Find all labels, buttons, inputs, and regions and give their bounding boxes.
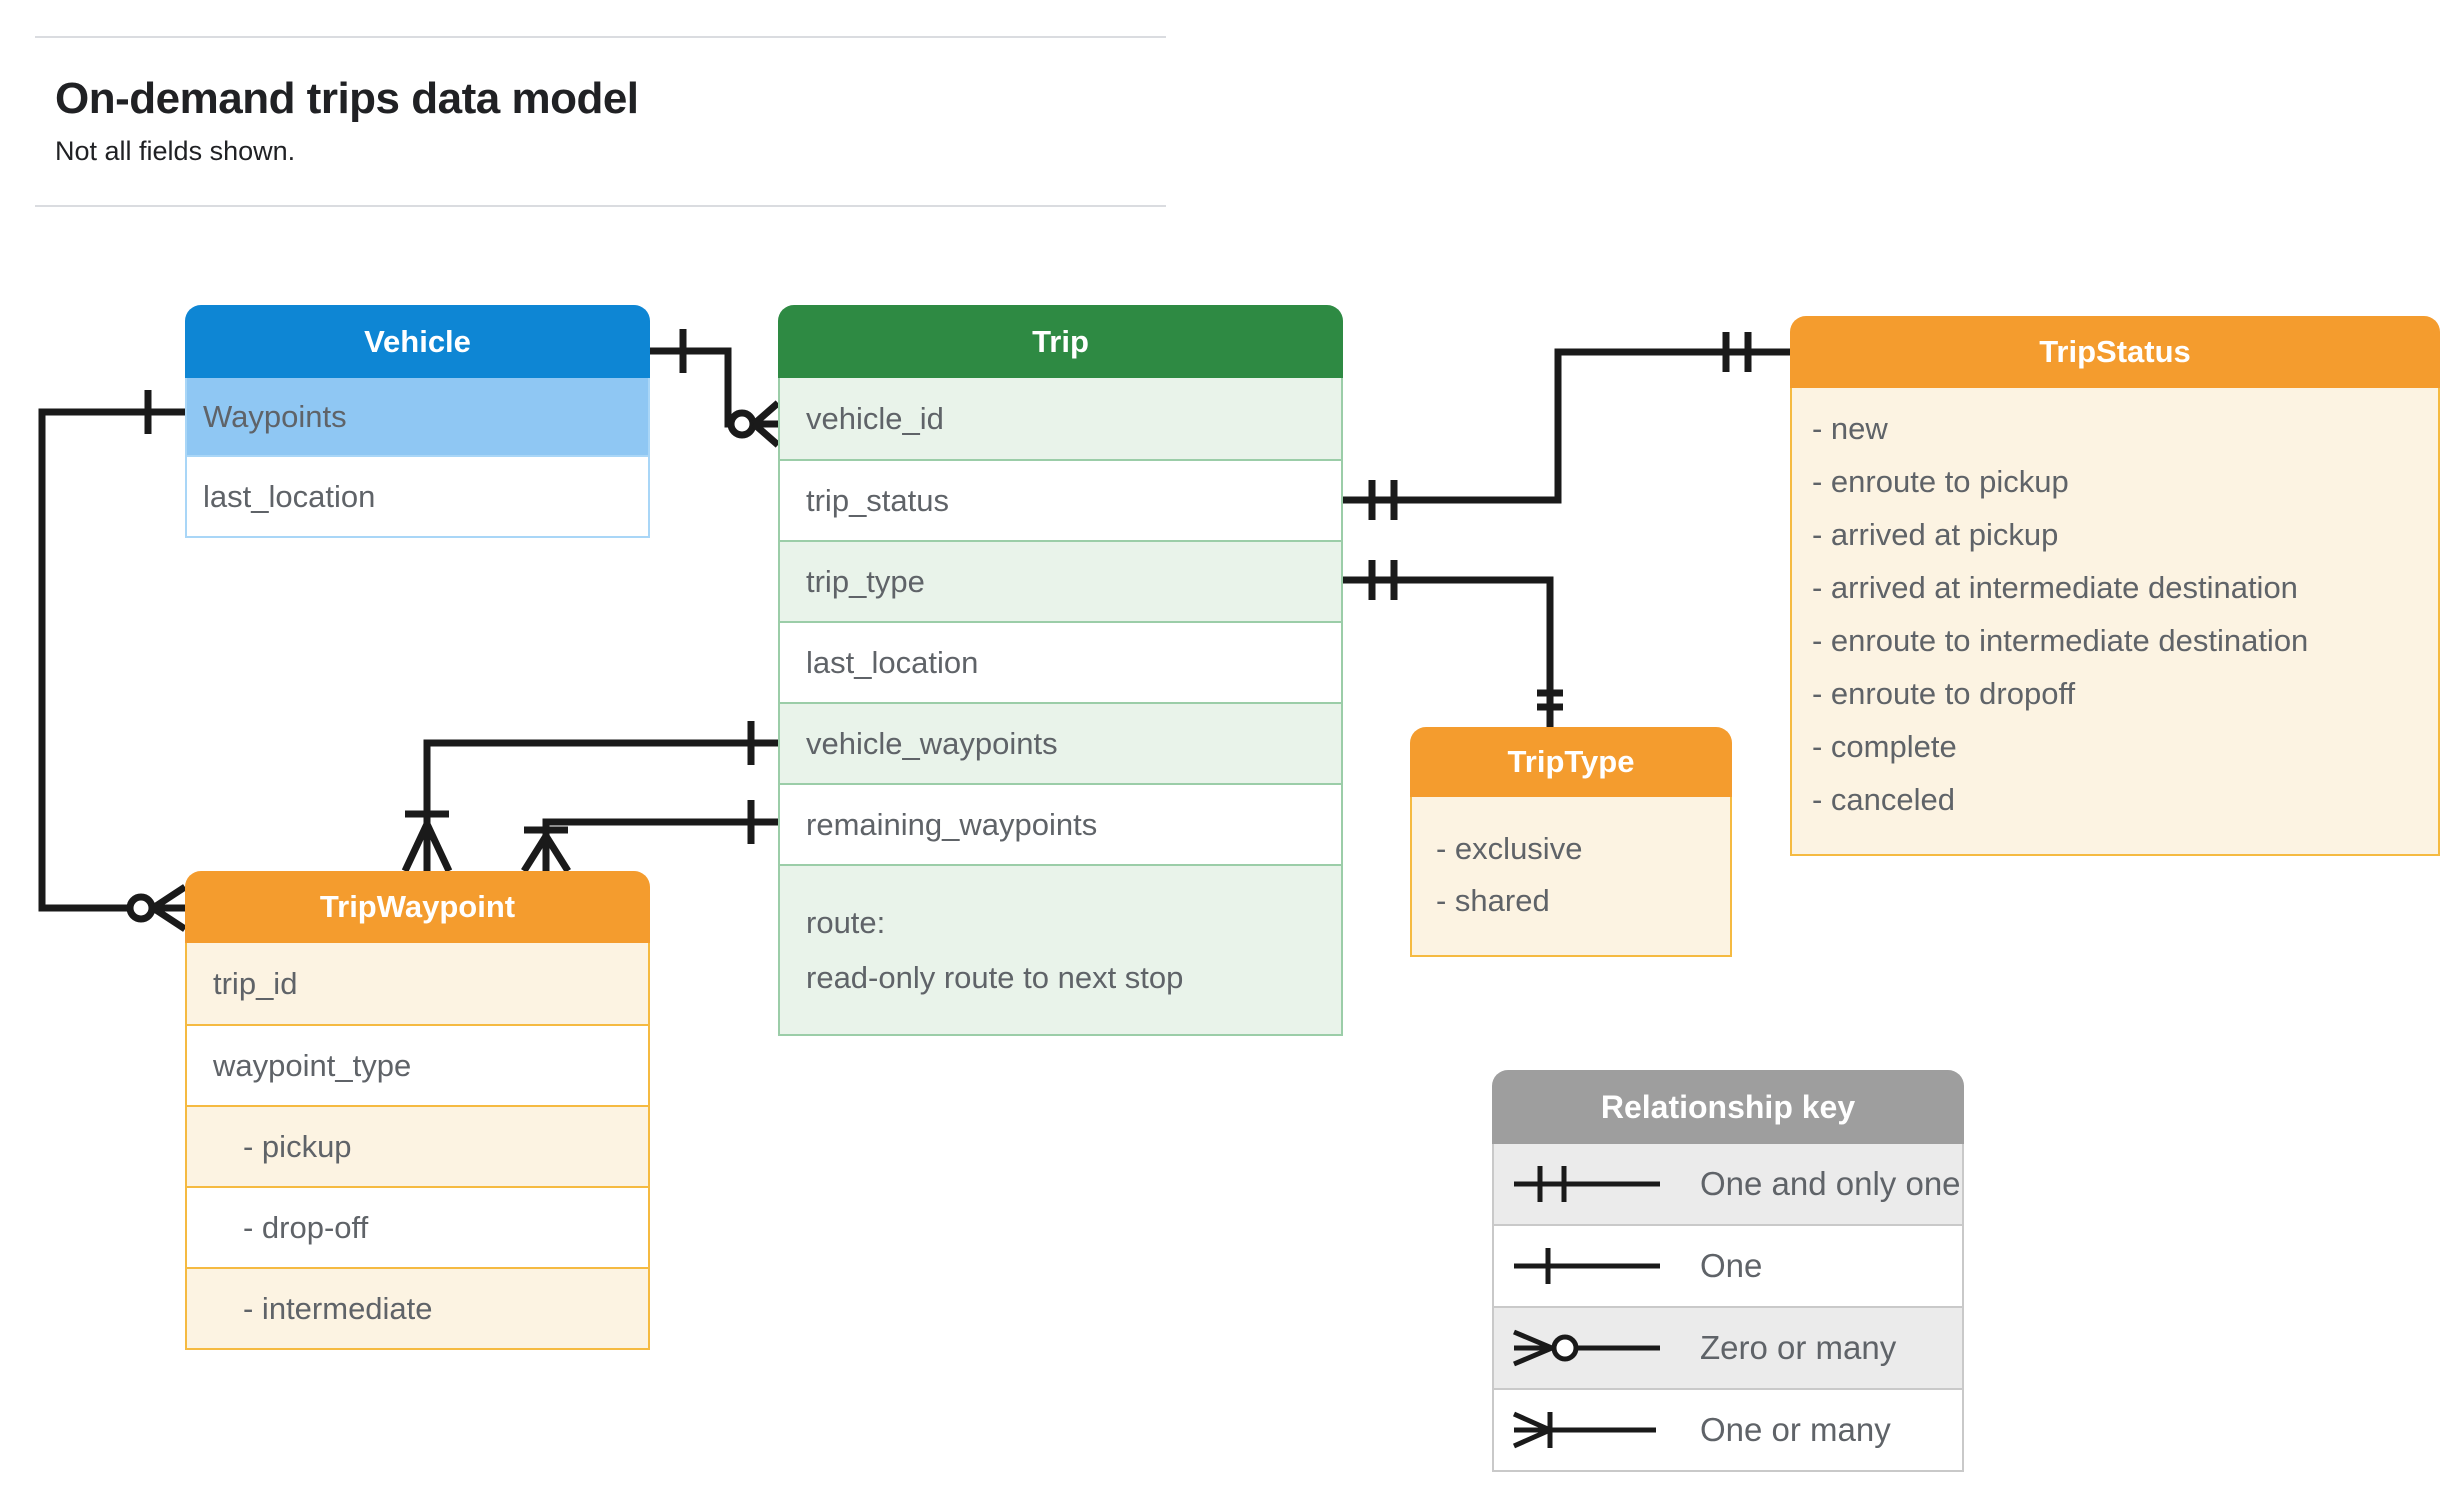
enum-value-dropoff: - drop-off bbox=[187, 1186, 648, 1267]
double-tick bbox=[1722, 332, 1752, 372]
key-row-one-and-only-one: One and only one bbox=[1494, 1144, 1962, 1224]
entity-trip: Trip vehicle_id trip_status trip_type la… bbox=[778, 305, 1343, 1036]
entity-tripstatus-body: - new - enroute to pickup - arrived at p… bbox=[1790, 388, 2440, 856]
enum-value: - arrived at intermediate destination bbox=[1812, 570, 2298, 605]
field-waypoint-type: waypoint_type bbox=[187, 1024, 648, 1105]
top-divider bbox=[35, 36, 1166, 38]
zero-or-many-icon bbox=[1513, 1329, 1660, 1367]
enum-value: - exclusive bbox=[1436, 831, 1583, 866]
connector-vehicle-waypoints-field bbox=[401, 721, 778, 873]
enum-value: - canceled bbox=[1812, 782, 1956, 817]
page-subtitle: Not all fields shown. bbox=[55, 136, 296, 166]
entity-trip-body: vehicle_id trip_status trip_type last_lo… bbox=[778, 378, 1343, 1036]
crow-foot-icon bbox=[751, 400, 781, 448]
double-tick bbox=[1537, 689, 1563, 711]
double-tick bbox=[1368, 480, 1398, 520]
entity-trip-title: Trip bbox=[778, 305, 1343, 378]
entity-triptype-body: - exclusive - shared bbox=[1410, 797, 1732, 957]
connector-remaining-waypoints-field bbox=[521, 800, 778, 873]
route-label: route: bbox=[806, 905, 886, 940]
title-bottom-divider bbox=[35, 205, 1166, 207]
field-remaining-waypoints: remaining_waypoints bbox=[780, 783, 1341, 864]
enum-value: - new bbox=[1812, 411, 1888, 446]
crow-foot-icon bbox=[401, 822, 453, 873]
field-vehicle-waypoints: vehicle_waypoints bbox=[780, 702, 1341, 783]
connector-vehicle-waypoints-to-tripwaypoint bbox=[38, 390, 187, 932]
entity-vehicle-body: Waypoints last_location bbox=[185, 378, 650, 538]
entity-vehicle: Vehicle Waypoints last_location bbox=[185, 305, 650, 538]
zero-circle bbox=[126, 893, 156, 923]
key-row-zero-or-many: Zero or many bbox=[1494, 1306, 1962, 1388]
relationship-key-title: Relationship key bbox=[1492, 1070, 1964, 1144]
entity-tripwaypoint-title: TripWaypoint bbox=[185, 871, 650, 943]
field-last-location: last_location bbox=[780, 621, 1341, 702]
route-description: read-only route to next stop bbox=[806, 960, 1184, 995]
crow-foot-icon bbox=[151, 884, 187, 932]
double-tick bbox=[1368, 560, 1398, 600]
field-vehicle-id: vehicle_id bbox=[780, 378, 1341, 459]
entity-triptype: TripType - exclusive - shared bbox=[1410, 727, 1732, 957]
enum-value: - enroute to dropoff bbox=[1812, 676, 2076, 711]
connector-triptype bbox=[1343, 560, 1563, 727]
one-and-only-one-icon bbox=[1514, 1166, 1660, 1202]
enum-value: - shared bbox=[1436, 883, 1550, 918]
key-label: One bbox=[1700, 1247, 1763, 1284]
entity-vehicle-title: Vehicle bbox=[185, 305, 650, 378]
field-route: route: read-only route to next stop bbox=[780, 864, 1341, 1034]
entity-triptype-title: TripType bbox=[1410, 727, 1732, 797]
one-or-many-icon bbox=[1512, 1411, 1656, 1449]
key-row-one: One bbox=[1494, 1224, 1962, 1306]
key-label: One and only one bbox=[1700, 1165, 1961, 1202]
field-trip-type: trip_type bbox=[780, 540, 1341, 621]
field-last-location: last_location bbox=[187, 455, 648, 536]
enum-value-intermediate: - intermediate bbox=[187, 1267, 648, 1348]
connector-vehicle-to-trip bbox=[650, 329, 781, 448]
entity-tripstatus-title: TripStatus bbox=[1790, 316, 2440, 388]
enum-value: - enroute to pickup bbox=[1812, 464, 2069, 499]
relationship-key-body: One and only one One Zer bbox=[1492, 1144, 1964, 1472]
entity-tripwaypoint-body: trip_id waypoint_type - pickup - drop-of… bbox=[185, 943, 650, 1350]
connector-tripstatus bbox=[1343, 332, 1790, 520]
enum-value: - arrived at pickup bbox=[1812, 517, 2059, 552]
entity-tripwaypoint: TripWaypoint trip_id waypoint_type - pic… bbox=[185, 871, 650, 1350]
key-label: One or many bbox=[1700, 1411, 1891, 1448]
field-waypoints: Waypoints bbox=[187, 378, 648, 455]
page-title: On-demand trips data model bbox=[55, 74, 639, 123]
key-label: Zero or many bbox=[1700, 1329, 1897, 1366]
entity-tripstatus: TripStatus - new - enroute to pickup - a… bbox=[1790, 316, 2440, 856]
enum-value-pickup: - pickup bbox=[187, 1105, 648, 1186]
crow-foot-icon bbox=[521, 834, 571, 873]
enum-value: - complete bbox=[1812, 729, 1957, 764]
relationship-key: Relationship key One and only one One bbox=[1492, 1070, 1964, 1472]
field-trip-id: trip_id bbox=[187, 943, 648, 1024]
key-row-one-or-many: One or many bbox=[1494, 1388, 1962, 1470]
zero-circle bbox=[727, 409, 757, 439]
field-trip-status: trip_status bbox=[780, 459, 1341, 540]
one-icon bbox=[1514, 1248, 1660, 1284]
enum-value: - enroute to intermediate destination bbox=[1812, 623, 2309, 658]
